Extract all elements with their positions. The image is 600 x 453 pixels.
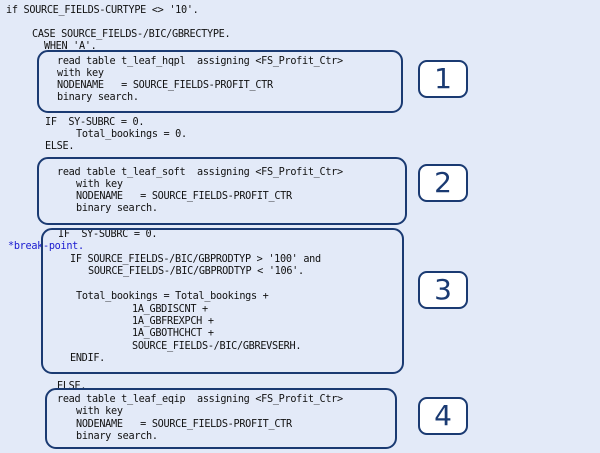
code-line: NODENAME = SOURCE_FIELDS-PROFIT_CTR xyxy=(57,80,273,91)
code-line: read table t_leaf_eqip assigning <FS_Pro… xyxy=(57,394,343,405)
code-line: Total_bookings = 0. xyxy=(76,129,187,140)
code-line: SOURCE_FIELDS-/BIC/GBREVSERH. xyxy=(132,341,302,352)
highlight-box-2 xyxy=(37,157,407,225)
code-line: Total_bookings = Total_bookings + xyxy=(76,291,269,302)
code-line: binary search. xyxy=(76,431,158,442)
code-line: IF SY-SUBRC = 0. xyxy=(45,117,145,128)
code-line: 1A_GBDISCNT + xyxy=(132,304,208,315)
code-line: ELSE. xyxy=(57,381,87,392)
code-line: ENDIF. xyxy=(70,353,106,364)
code-line: binary search. xyxy=(57,92,139,103)
code-line: binary search. xyxy=(76,203,158,214)
code-line: NODENAME = SOURCE_FIELDS-PROFIT_CTR xyxy=(76,191,292,202)
code-line: with key xyxy=(76,406,123,417)
code-line: 1A_GBOTHCHCT + xyxy=(132,328,214,339)
code-line: WHEN 'A'. xyxy=(44,41,97,52)
code-line: 1A_GBFREXPCH + xyxy=(132,316,214,327)
code-line: NODENAME = SOURCE_FIELDS-PROFIT_CTR xyxy=(76,419,292,430)
callout-4: 4 xyxy=(418,397,468,435)
code-line: with key xyxy=(76,179,123,190)
code-line: read table t_leaf_soft assigning <FS_Pro… xyxy=(57,167,343,178)
code-line: IF SOURCE_FIELDS-/BIC/GBPRODTYP > '100' … xyxy=(70,254,321,265)
code-line: with key xyxy=(57,68,104,79)
highlight-box-3 xyxy=(41,228,404,374)
code-line: if SOURCE_FIELDS-CURTYPE <> '10'. xyxy=(6,5,199,16)
highlight-box-1 xyxy=(37,50,403,113)
callout-2: 2 xyxy=(418,164,468,202)
callout-3: 3 xyxy=(418,271,468,309)
code-line: read table t_leaf_hqpl assigning <FS_Pro… xyxy=(57,56,343,67)
callout-1: 1 xyxy=(418,60,468,98)
code-line: CASE SOURCE_FIELDS-/BIC/GBRECTYPE. xyxy=(32,29,231,40)
code-comment: *break-point. xyxy=(8,241,84,252)
highlight-box-4 xyxy=(45,388,397,449)
code-line: ELSE. xyxy=(45,141,75,152)
code-line: SOURCE_FIELDS-/BIC/GBPRODTYP < '106'. xyxy=(88,266,304,277)
code-line: IF SY-SUBRC = 0. xyxy=(58,229,158,240)
